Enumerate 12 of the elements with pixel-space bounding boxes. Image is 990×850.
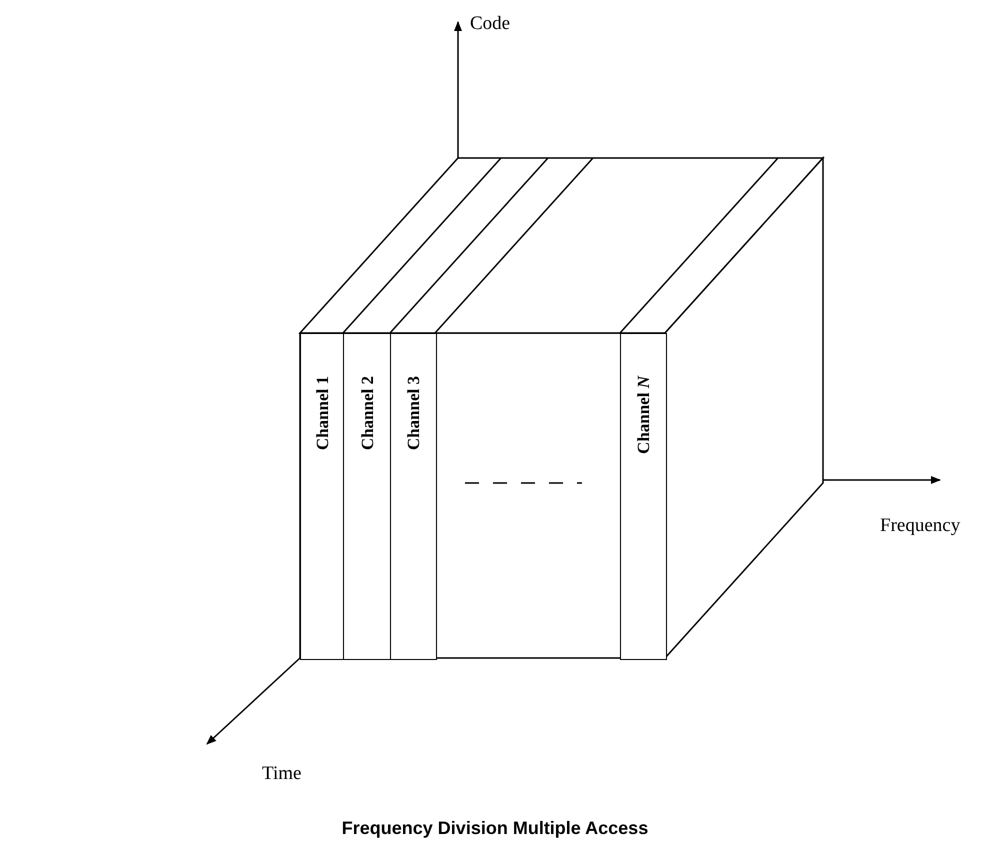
axis-label: Code (470, 12, 510, 36)
channel-band (343, 333, 392, 660)
channel-band (300, 333, 344, 660)
axis-label: Time (262, 762, 302, 786)
channel-band (620, 333, 666, 660)
channel-label: Channel 1 (312, 376, 332, 450)
channel-label: Channel N (632, 376, 654, 454)
channel-band (390, 333, 436, 660)
channel-label: Channel 3 (402, 376, 424, 450)
axis-label: Frequency (880, 514, 960, 538)
caption: Frequency Division Multiple Access (340, 817, 650, 840)
channel-label: Channel 2 (356, 376, 378, 450)
